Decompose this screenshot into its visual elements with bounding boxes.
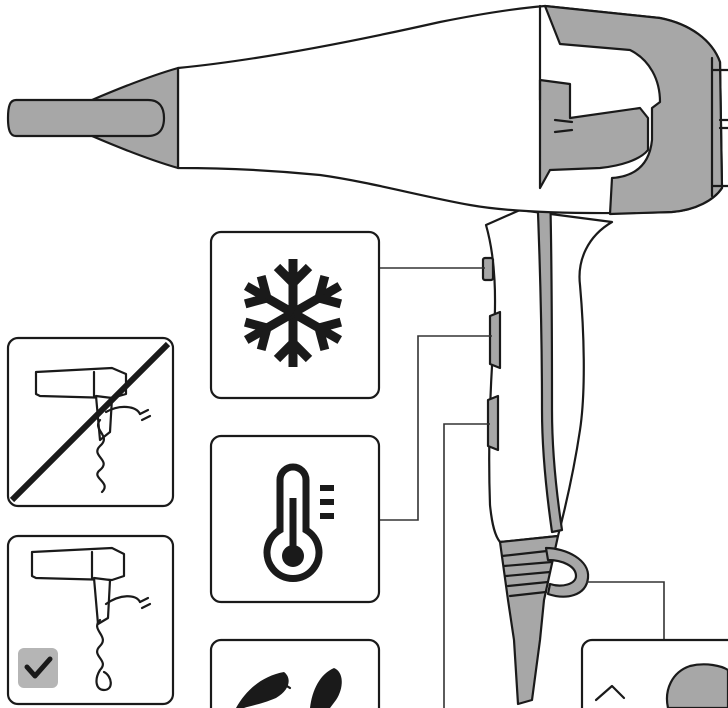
callout-leaders [378,267,665,708]
temperature-panel [209,434,381,604]
checkmark-icon [24,656,53,679]
thermometer-icon [263,463,334,582]
handle-accent-strip [535,186,564,534]
temperature-switch [488,310,502,370]
hang-loop [544,546,590,598]
snowflake-icon [238,259,348,367]
hang-loop-detail-icon [594,663,728,708]
hair-dryer-illustration [6,4,728,706]
cord-wrap-correct-panel [6,534,175,706]
airflow-fan-icon [236,668,342,708]
check-badge [18,648,58,688]
cord-wrap-correct-icon [30,546,152,692]
dryer-handle-bracket [538,78,650,190]
cool-shot-button [481,256,495,282]
airflow-panel [209,638,381,708]
dryer-nozzle-tip [6,98,166,138]
hang-loop-panel [580,638,728,708]
dryer-rear-housing [543,4,724,216]
prohibited-slash [9,341,171,503]
speed-switch [486,394,500,452]
cool-shot-panel [209,230,381,400]
cord-wrap-wrong-panel [6,336,175,508]
